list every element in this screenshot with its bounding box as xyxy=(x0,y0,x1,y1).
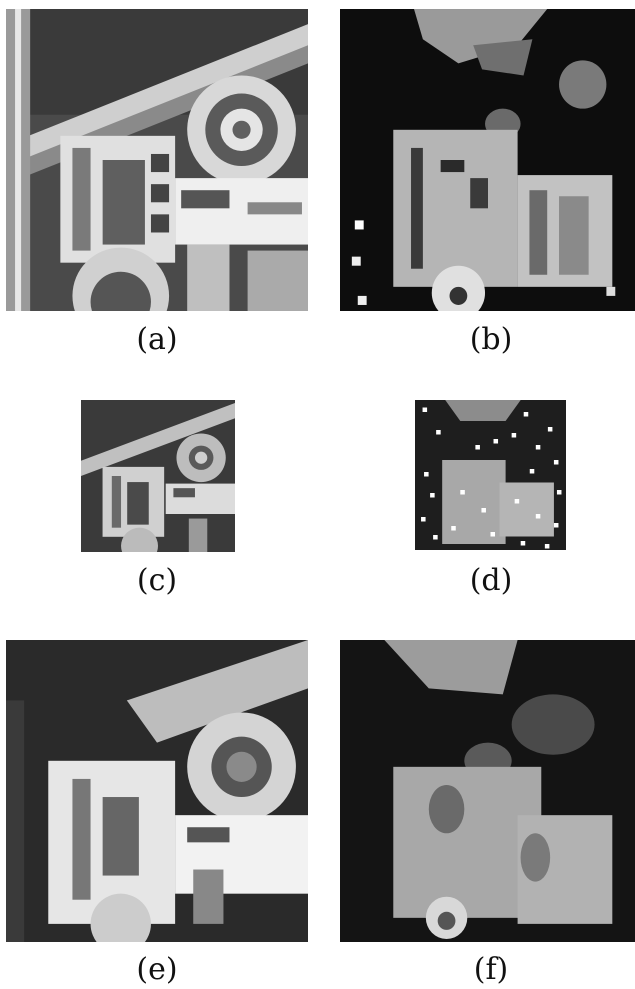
caption-a: (a) xyxy=(136,322,178,357)
processed-image-b xyxy=(340,9,635,311)
aerial-image-a xyxy=(6,9,308,311)
noisy-image-d xyxy=(415,400,566,550)
noisy-image-panel-d xyxy=(415,400,566,550)
reconstructed-image-f xyxy=(340,640,635,942)
reconstructed-image-panel-f xyxy=(340,640,635,942)
caption-c: (c) xyxy=(136,563,178,598)
caption-f: (f) xyxy=(473,952,509,987)
textured-image-panel-c xyxy=(81,400,235,552)
caption-e: (e) xyxy=(136,952,178,987)
reconstructed-image-panel-e xyxy=(6,640,308,942)
textured-image-c xyxy=(81,400,235,552)
aerial-image-panel-a xyxy=(6,9,308,311)
processed-image-panel-b xyxy=(340,9,635,311)
caption-d: (d) xyxy=(469,563,513,598)
caption-b: (b) xyxy=(469,322,513,357)
reconstructed-image-e xyxy=(6,640,308,942)
